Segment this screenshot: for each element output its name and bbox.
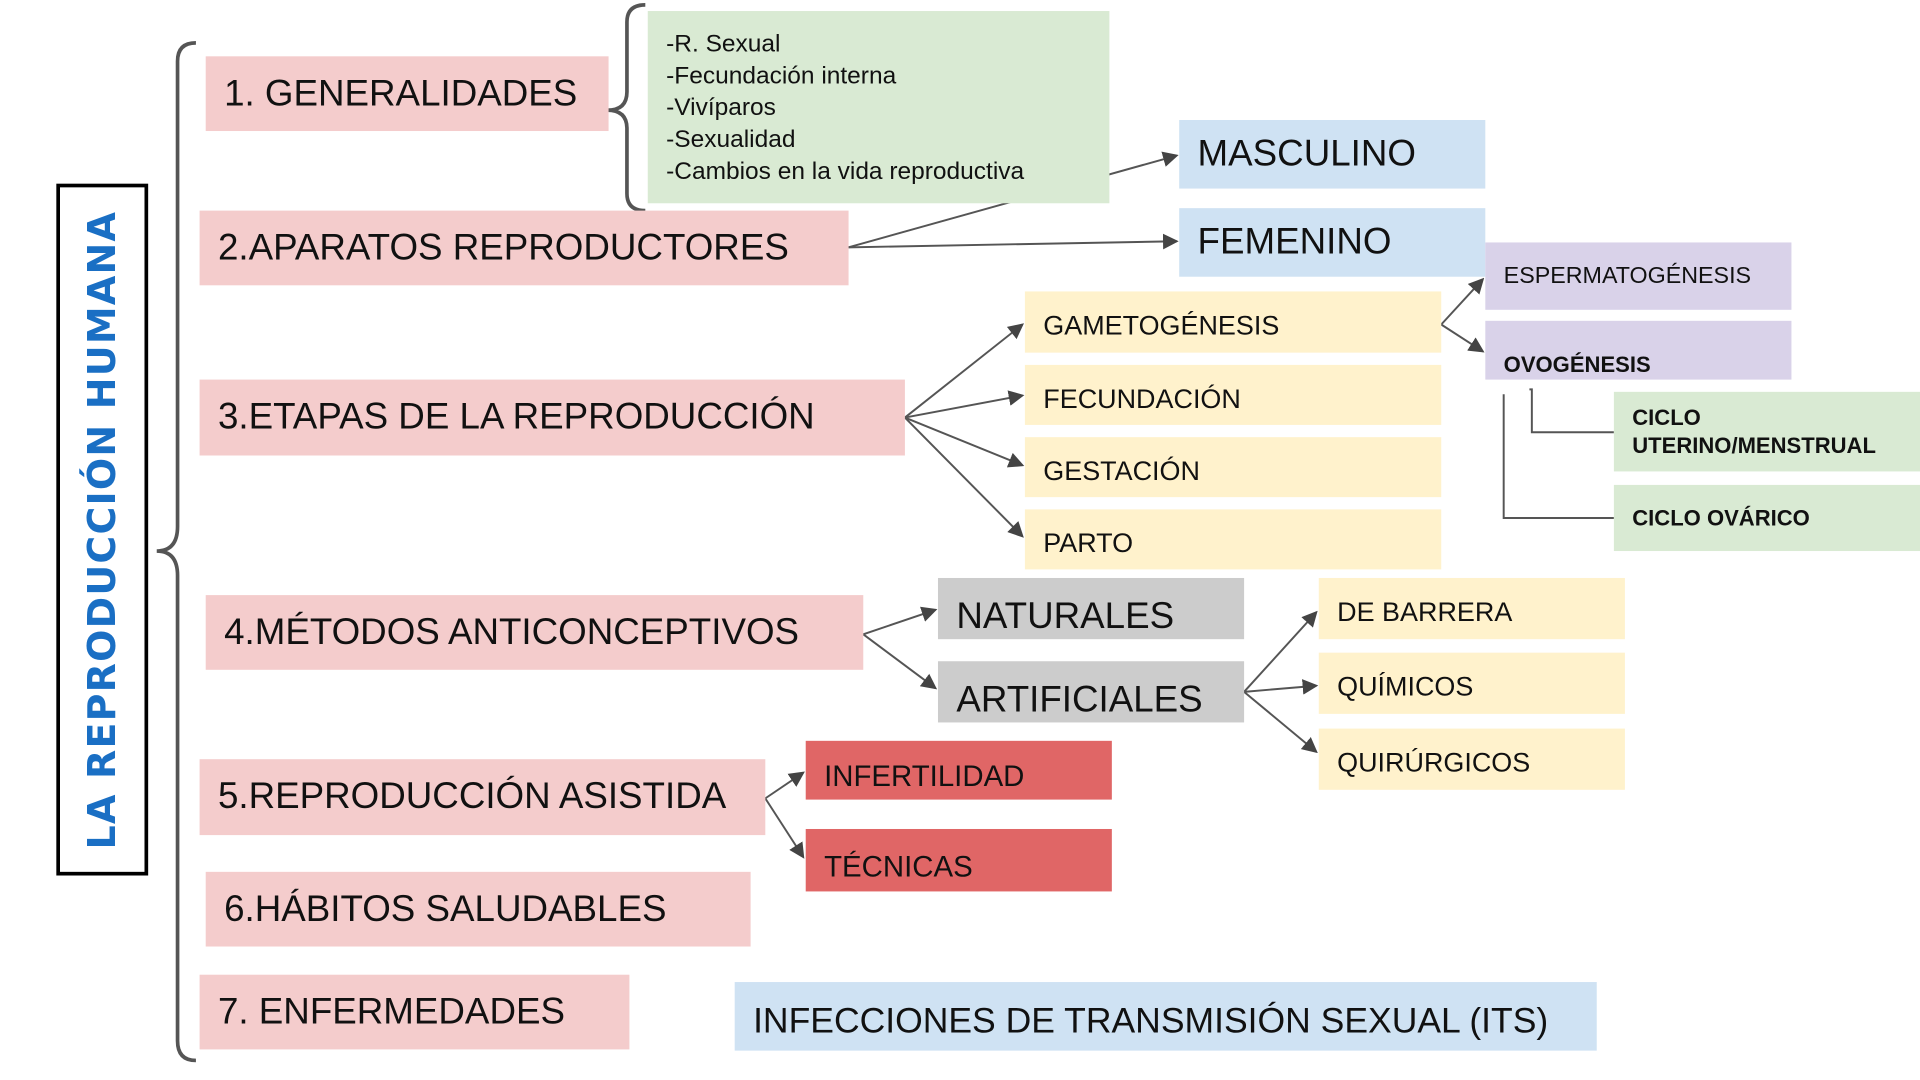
generalidades-list: -R. Sexual -Fecundación interna -Vivípar…: [647, 11, 1110, 204]
node-label: NATURALES: [956, 596, 1175, 637]
arrow-ovogenesis: [1440, 323, 1485, 353]
node-label: TÉCNICAS: [824, 850, 973, 884]
node-label: DE BARRERA: [1337, 596, 1513, 627]
node-label: ESPERMATOGÉNESIS: [1503, 262, 1752, 289]
node-generalidades: 1. GENERALIDADES: [205, 56, 609, 132]
node-label: FECUNDACIÓN: [1043, 382, 1241, 414]
node-quimicos: QUÍMICOS: [1318, 652, 1625, 714]
node-label: INFERTILIDAD: [824, 760, 1025, 794]
node-label: INFECCIONES DE TRANSMISIÓN SEXUAL (ITS): [753, 1001, 1549, 1041]
node-label: 6.HÁBITOS SALUDABLES: [224, 888, 667, 929]
node-label: 3.ETAPAS DE LA REPRODUCCIÓN: [217, 396, 815, 438]
node-habitos: 6.HÁBITOS SALUDABLES: [205, 871, 751, 947]
list-item: -Vivíparos: [666, 94, 776, 122]
connector-ciclo-ovarico: [1502, 394, 1614, 519]
node-label: PARTO: [1043, 527, 1134, 558]
node-label: GAMETOGÉNESIS: [1043, 309, 1280, 341]
node-label: QUIRÚRGICOS: [1337, 746, 1531, 778]
arrow-quimicos: [1244, 679, 1319, 695]
arrow-artificiales: [862, 633, 938, 690]
node-parto: PARTO: [1024, 509, 1442, 570]
arrow-espermatogenesis: [1440, 277, 1485, 326]
node-label: GESTACIÓN: [1043, 454, 1200, 486]
arrow-gestacion: [904, 416, 1025, 468]
node-label: 7. ENFERMEDADES: [217, 991, 565, 1032]
node-femenino: FEMENINO: [1179, 208, 1486, 277]
generalidades-brace: [607, 3, 646, 213]
node-artificiales: ARTIFICIALES: [937, 661, 1245, 723]
list-item: -R. Sexual: [666, 30, 781, 58]
list-item: -Fecundación interna: [666, 62, 897, 90]
node-ciclo-uterino: CICLO UTERINO/MENSTRUAL: [1613, 391, 1920, 472]
node-metodos: 4.MÉTODOS ANTICONCEPTIVOS: [205, 595, 864, 670]
list-item: -Sexualidad: [666, 126, 796, 154]
title-box: LA REPRODUCCIÓN HUMANA: [56, 183, 149, 876]
arrow-infertilidad: [764, 771, 805, 800]
list-item: -Cambios en la vida reproductiva: [666, 157, 1025, 185]
node-label: 4.MÉTODOS ANTICONCEPTIVOS: [224, 611, 800, 653]
arrow-naturales: [862, 606, 938, 636]
arrow-parto: [904, 416, 1024, 538]
connector-ciclo-uterino: [1529, 388, 1614, 434]
node-label: 2.APARATOS REPRODUCTORES: [217, 227, 789, 268]
node-label: OVOGÉNESIS: [1503, 352, 1651, 378]
node-reproduccion-asistida: 5.REPRODUCCIÓN ASISTIDA: [199, 759, 766, 836]
node-label: QUÍMICOS: [1337, 671, 1474, 702]
node-masculino: MASCULINO: [1179, 120, 1486, 189]
arrow-fecundacion: [904, 390, 1025, 419]
node-tecnicas: TÉCNICAS: [805, 828, 1112, 892]
node-espermatogenesis: ESPERMATOGÉNESIS: [1485, 242, 1792, 310]
node-label: CICLO UTERINO/MENSTRUAL: [1632, 404, 1876, 458]
node-etapas: 3.ETAPAS DE LA REPRODUCCIÓN: [199, 379, 905, 456]
node-gestacion: GESTACIÓN: [1024, 437, 1442, 498]
node-ciclo-ovarico: CICLO OVÁRICO: [1613, 484, 1920, 552]
node-de-barrera: DE BARRERA: [1318, 577, 1625, 640]
arrow-quirurgicos: [1243, 691, 1318, 754]
main-brace: [156, 41, 197, 1063]
node-label: 1. GENERALIDADES: [224, 72, 578, 114]
node-infertilidad: INFERTILIDAD: [805, 740, 1112, 800]
node-naturales: NATURALES: [937, 577, 1245, 640]
map-title: LA REPRODUCCIÓN HUMANA: [80, 210, 125, 849]
arrow-barrera: [1243, 610, 1318, 693]
node-enfermedades: 7. ENFERMEDADES: [199, 974, 630, 1050]
node-ovogenesis: OVOGÉNESIS: [1485, 320, 1792, 380]
node-fecundacion: FECUNDACIÓN: [1024, 364, 1442, 425]
node-quirurgicos: QUIRÚRGICOS: [1318, 728, 1625, 790]
arrow-tecnicas: [764, 797, 805, 859]
node-its: INFECCIONES DE TRANSMISIÓN SEXUAL (ITS): [734, 982, 1597, 1051]
node-label: CICLO OVÁRICO: [1632, 505, 1810, 530]
node-aparatos: 2.APARATOS REPRODUCTORES: [199, 210, 849, 286]
node-label: 5.REPRODUCCIÓN ASISTIDA: [217, 776, 727, 817]
node-label: ARTIFICIALES: [956, 679, 1203, 721]
node-label: FEMENINO: [1197, 221, 1392, 263]
arrow-femenino: [848, 233, 1179, 250]
node-label: MASCULINO: [1197, 133, 1416, 174]
node-gametogenesis: GAMETOGÉNESIS: [1024, 291, 1442, 353]
arrow-gametogenesis: [904, 323, 1024, 419]
